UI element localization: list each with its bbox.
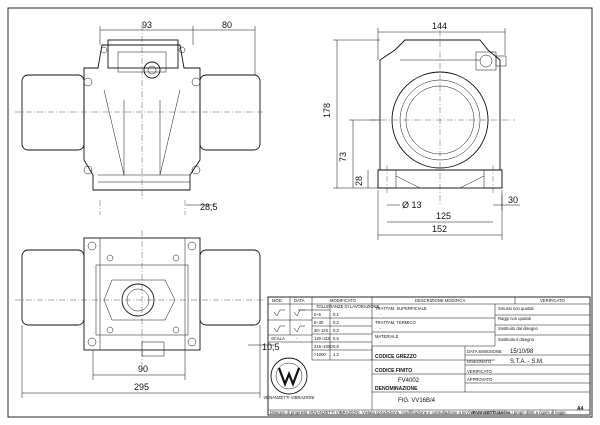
sheet-size: A4 [577, 406, 584, 412]
tol-range-5: >1000 [314, 352, 326, 357]
material-label: MATERIALE [375, 334, 399, 339]
dim-10-5: 10,5 [262, 342, 280, 352]
disegnato-label: DISEGNATO [467, 359, 492, 364]
hdr-data: DATA [294, 298, 305, 303]
tol-range-3: 120÷315 [314, 336, 331, 341]
dim-28-5: 28,5 [200, 202, 218, 212]
roughness-icon [273, 309, 285, 317]
hdr-mod: MOD. [272, 298, 283, 303]
dim-93: 93 [142, 20, 152, 30]
treat-thermal-value: - [380, 326, 382, 331]
tol-val-5: 1,2 [333, 352, 339, 357]
dim-125: 125 [436, 211, 451, 221]
tol-val-1: 0,2 [333, 320, 339, 325]
roughness-icon [273, 325, 285, 333]
dim-178: 178 [322, 103, 332, 118]
denominazione-value: FIG. VV16B/4 [398, 398, 436, 404]
hdr-modificato: MODIFICATO [330, 298, 357, 303]
scale-value: - [296, 336, 298, 341]
dim-80: 80 [222, 20, 232, 30]
material-value: - [380, 340, 382, 345]
treat-surface-value: - [380, 312, 382, 317]
codice-grezzo-label: CODICE GREZZO [375, 354, 417, 360]
dim-295: 295 [134, 382, 149, 392]
hdr-descrizione: DESCRIZIONE MODIFICA [415, 298, 465, 303]
tol-header: TOLLERANZE DI LAVORAZIONE [316, 304, 380, 309]
front-view [15, 25, 265, 215]
dim-144: 144 [432, 21, 447, 31]
logo-text: VENANZETTI VIBRAZIONI [264, 395, 315, 400]
scale-label: SCALA [271, 336, 285, 341]
dim-73: 73 [338, 152, 348, 162]
hdr-verificato: VERIFICATO [540, 298, 565, 303]
dim-hole: Ø 13 [402, 200, 422, 210]
plan-view [15, 230, 265, 365]
treat-surface-label: TRATTAM. SUPERFICIALE [375, 306, 427, 311]
denominazione-label: DENOMINAZIONE [375, 386, 418, 392]
drawing-border [7, 7, 593, 418]
smussi-label: Smussi non quotati [498, 306, 534, 311]
title-block: MOD. DATA MODIFICATO DESCRIZIONE MODIFIC… [267, 296, 591, 416]
dim-30: 30 [508, 195, 518, 205]
raggi-label: Raggi non quotati [498, 316, 531, 321]
codice-finito-label: CODICE FINITO [375, 368, 412, 374]
dim-28: 28 [354, 176, 364, 186]
plan-dimensions: 90 295 10,5 [21, 325, 280, 398]
codice-finito-value: FV4002 [398, 378, 420, 384]
tol-val-2: 0,3 [333, 328, 339, 333]
roughness-icon [293, 325, 305, 333]
company-logo: VENANZETTI VIBRAZIONI [264, 357, 315, 400]
tol-range-4: 315÷1000 [314, 344, 333, 349]
tol-val-4: 0,8 [333, 344, 339, 349]
data-emissione-value: 15/10/98 [510, 349, 534, 355]
disegnato-value: S.T.A. - S.M. [510, 359, 544, 365]
dim-90: 90 [138, 364, 148, 374]
approvato-label: APPROVATO [467, 377, 493, 382]
roughness-icon [293, 309, 305, 317]
small-offset-dim: 28,5 [186, 202, 218, 212]
footer-left: Disegno di proprietà VENANZETTI VIBRAZIO… [270, 410, 512, 415]
tolerance-rows: 0÷6 0,1 6÷30 0,2 30÷120 0,3 120÷315 0,5 … [312, 312, 372, 357]
side-view [370, 30, 515, 205]
treat-thermal-label: TRATTAM. TERMICO [375, 320, 416, 325]
verificato-label: VERIFICATO [467, 369, 492, 374]
tol-range-2: 30÷120 [314, 328, 329, 333]
tol-val-0: 0,1 [333, 312, 339, 317]
tol-range-1: 6÷30 [314, 320, 324, 325]
top-dimensions: 93 80 [99, 20, 256, 75]
footer-right: VENANZETTI declina i propri diritti a ri… [470, 410, 567, 415]
side-dimensions: 144 178 73 28 Ø 13 125 30 152 [322, 21, 520, 240]
data-emissione-label: DATA EMISSIONE [467, 349, 502, 354]
tol-range-0: 0÷6 [314, 312, 322, 317]
sostituito-il-label: Sostituito il disegno [498, 337, 535, 342]
tol-val-3: 0,5 [333, 336, 339, 341]
dim-152: 152 [432, 224, 447, 234]
sostituito-dal-label: Sostituito dal disegno [498, 326, 538, 331]
